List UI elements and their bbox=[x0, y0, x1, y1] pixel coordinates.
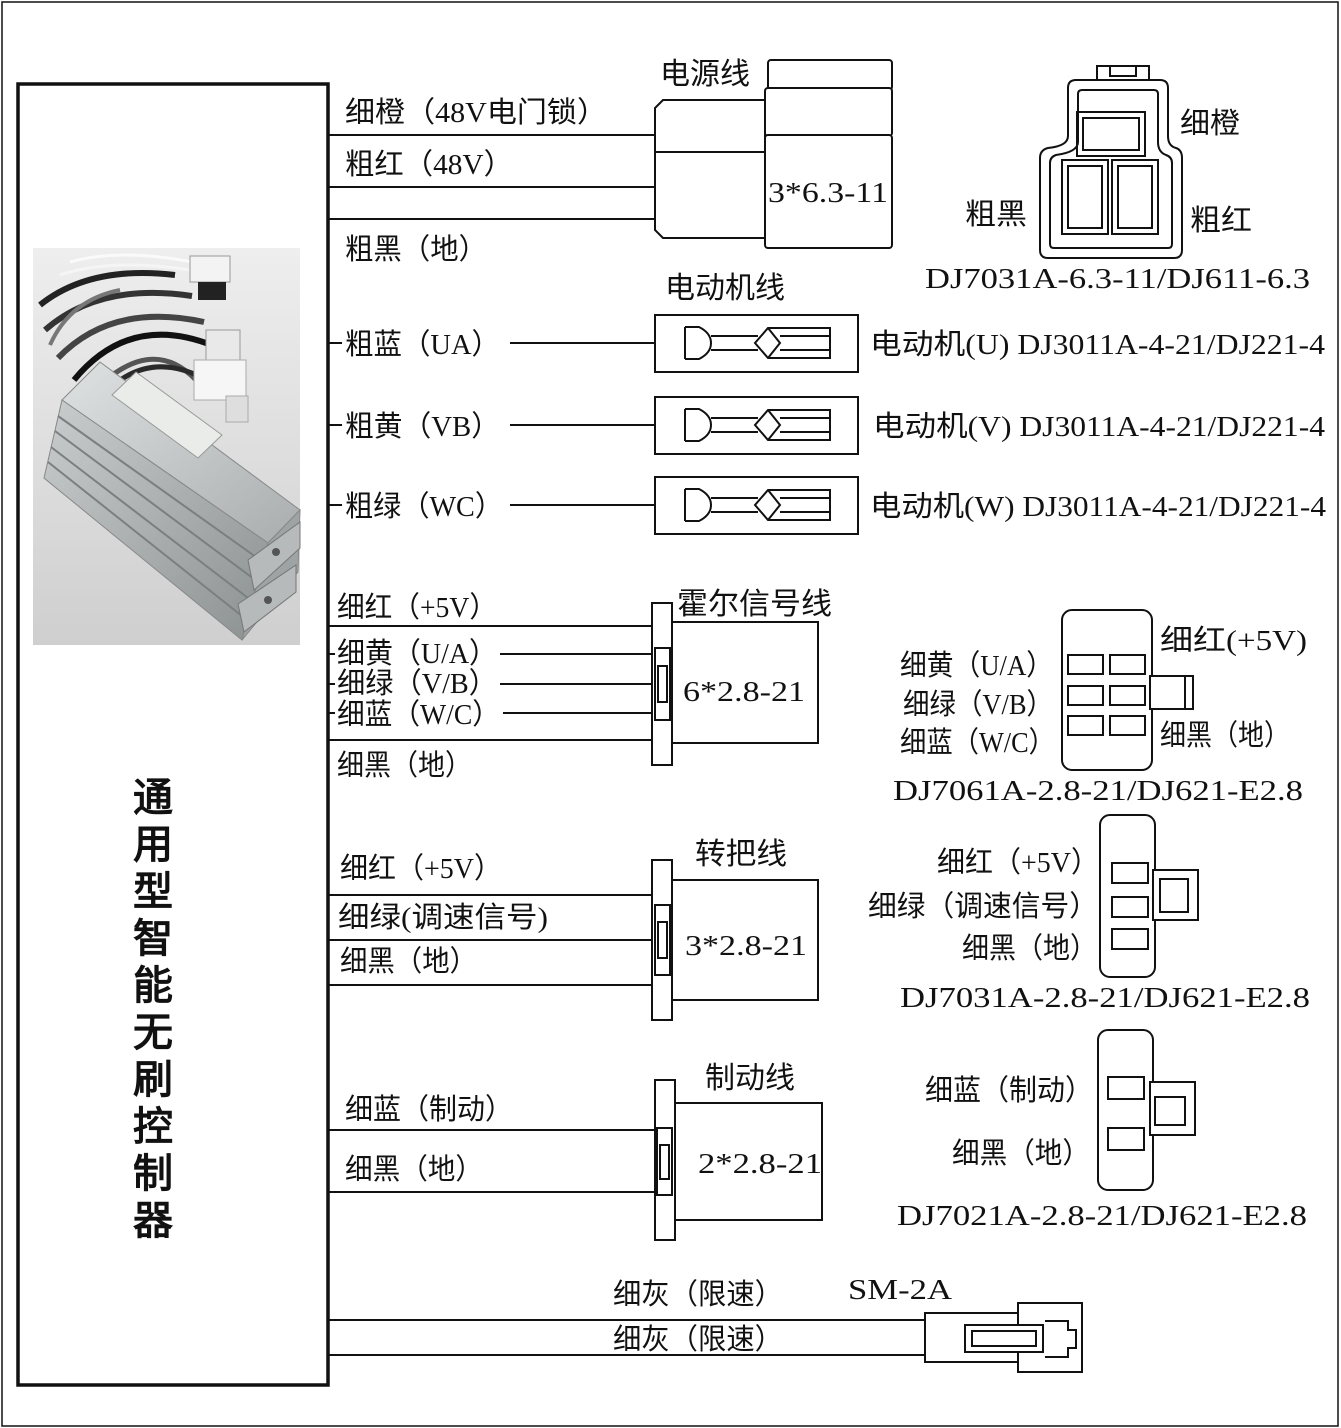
hall-line-title: 霍尔信号线 bbox=[677, 588, 832, 621]
brake-connector: 2*2.8-21 bbox=[654, 1079, 823, 1241]
power-line-title: 电源线 bbox=[660, 58, 750, 91]
motor-section: 电动机线 粗蓝（UA） 电动机(U) DJ3011A-4-21/DJ221-4 … bbox=[328, 272, 1327, 535]
hall-section: 霍尔信号线 细红（+5V） 细黄（U/A） 细绿（V/B） 细蓝（W/C） 细黑… bbox=[328, 588, 1307, 807]
brake-connector-spec: 2*2.8-21 bbox=[698, 1149, 822, 1180]
throttle-connector: 3*2.8-21 bbox=[651, 859, 819, 1021]
power-wire-label-orange: 细橙（48V电门锁） bbox=[345, 96, 607, 129]
hall-wire-label-w: 细蓝（W/C） bbox=[337, 698, 500, 731]
hall-pin-label-power: 细红(+5V) bbox=[1160, 624, 1307, 657]
power-pin-label-orange: 细橙 bbox=[1180, 107, 1240, 140]
motor-pin-symbol bbox=[684, 408, 831, 442]
speed-limit-section: 细灰（限速） 细灰（限速） SM-2A bbox=[328, 1275, 1083, 1373]
hall-connector-face bbox=[1061, 609, 1194, 771]
speed-limit-wire-label: 细灰（限速） bbox=[613, 1278, 783, 1311]
hall-pin-label-v: 细绿（V/B） bbox=[903, 688, 1053, 721]
power-pin-label-black: 粗黑 bbox=[965, 198, 1027, 231]
brake-part-number: DJ7021A-2.8-21/DJ621-E2.8 bbox=[897, 1201, 1307, 1232]
motor-phase-row: 粗黄（VB） 电动机(V) DJ3011A-4-21/DJ221-4 bbox=[328, 396, 1326, 455]
power-wire-label-red: 粗红（48V） bbox=[345, 148, 513, 181]
power-section: 电源线 细橙（48V电门锁） 粗红（48V） 粗黑（地） 3*6.3-11 bbox=[328, 58, 1310, 295]
hall-wire-label-v: 细绿（V/B） bbox=[337, 667, 497, 700]
throttle-part-number: DJ7031A-2.8-21/DJ621-E2.8 bbox=[900, 983, 1310, 1014]
speed-limit-wire-label: 细灰（限速） bbox=[613, 1323, 783, 1356]
power-connector-spec: 3*6.3-11 bbox=[768, 178, 888, 209]
power-part-number: DJ7031A-6.3-11/DJ611-6.3 bbox=[925, 264, 1310, 295]
motor-wire-label-w: 粗绿（WC） bbox=[345, 490, 503, 523]
motor-wire-label-u: 粗蓝（UA） bbox=[345, 328, 500, 361]
hall-connector: 6*2.8-21 bbox=[651, 602, 819, 766]
motor-connector-label-u: 电动机(U) DJ3011A-4-21/DJ221-4 bbox=[870, 328, 1326, 361]
hall-part-number: DJ7061A-2.8-21/DJ621-E2.8 bbox=[893, 776, 1303, 807]
motor-pin-symbol bbox=[684, 326, 831, 360]
motor-connector-label-w: 电动机(W) DJ3011A-4-21/DJ221-4 bbox=[870, 490, 1327, 523]
motor-pin-symbol bbox=[684, 488, 831, 522]
brake-connector-face bbox=[1097, 1029, 1196, 1191]
power-pin-label-red: 粗红 bbox=[1190, 204, 1252, 237]
brake-wire-label-signal: 细蓝（制动） bbox=[345, 1093, 513, 1126]
speed-limit-connector bbox=[924, 1302, 1083, 1373]
hall-wire-label-ground: 细黑（地） bbox=[337, 749, 472, 782]
hall-pin-label-w: 细蓝（W/C） bbox=[900, 726, 1055, 759]
motor-wire-label-v: 粗黄（VB） bbox=[345, 410, 500, 443]
hall-connector-spec: 6*2.8-21 bbox=[683, 677, 805, 708]
throttle-wire-label-ground: 细黑（地） bbox=[340, 945, 477, 978]
motor-phase-row: 粗绿（WC） 电动机(W) DJ3011A-4-21/DJ221-4 bbox=[328, 476, 1327, 535]
controller-title: 通用型智能无刷控制器 bbox=[126, 776, 173, 1246]
throttle-wire-label-signal: 细绿(调速信号) bbox=[338, 901, 548, 934]
hall-wire-label-u: 细黄（U/A） bbox=[337, 637, 497, 670]
hall-pin-label-u: 细黄（U/A） bbox=[900, 649, 1053, 682]
throttle-line-title: 转把线 bbox=[695, 838, 787, 871]
power-connector: 3*6.3-11 bbox=[654, 59, 893, 249]
brake-pin-label-signal: 细蓝（制动） bbox=[925, 1074, 1093, 1107]
controller-photo bbox=[33, 248, 301, 645]
throttle-wire-label-power: 细红（+5V） bbox=[340, 852, 502, 885]
power-wire-label-black: 粗黑（地） bbox=[345, 233, 487, 266]
throttle-section: 转把线 细红（+5V） 细绿(调速信号) 细黑（地） 3*2.8-21 细红（+… bbox=[328, 814, 1310, 1021]
throttle-pin-label-signal: 细绿（调速信号） bbox=[868, 890, 1098, 923]
motor-line-title: 电动机线 bbox=[665, 272, 785, 305]
throttle-pin-label-ground: 细黑（地） bbox=[962, 932, 1097, 965]
motor-connector-label-v: 电动机(V) DJ3011A-4-21/DJ221-4 bbox=[873, 410, 1326, 443]
motor-phase-row: 粗蓝（UA） 电动机(U) DJ3011A-4-21/DJ221-4 bbox=[328, 314, 1326, 373]
brake-line-title: 制动线 bbox=[705, 1062, 795, 1095]
brake-wire-label-ground: 细黑（地） bbox=[345, 1153, 483, 1186]
power-connector-face bbox=[1039, 65, 1183, 259]
brake-section: 制动线 细蓝（制动） 细黑（地） 2*2.8-21 细蓝（制动） 细黑（地） D… bbox=[328, 1029, 1307, 1241]
throttle-connector-spec: 3*2.8-21 bbox=[685, 931, 807, 962]
hall-pin-label-ground: 细黑（地） bbox=[1160, 719, 1290, 752]
hall-wire-label-power: 细红（+5V） bbox=[337, 591, 497, 624]
brake-pin-label-ground: 细黑（地） bbox=[952, 1137, 1090, 1170]
throttle-pin-label-power: 细红（+5V） bbox=[937, 846, 1099, 879]
speed-limit-connector-name: SM-2A bbox=[848, 1275, 953, 1306]
throttle-connector-face bbox=[1099, 814, 1199, 978]
